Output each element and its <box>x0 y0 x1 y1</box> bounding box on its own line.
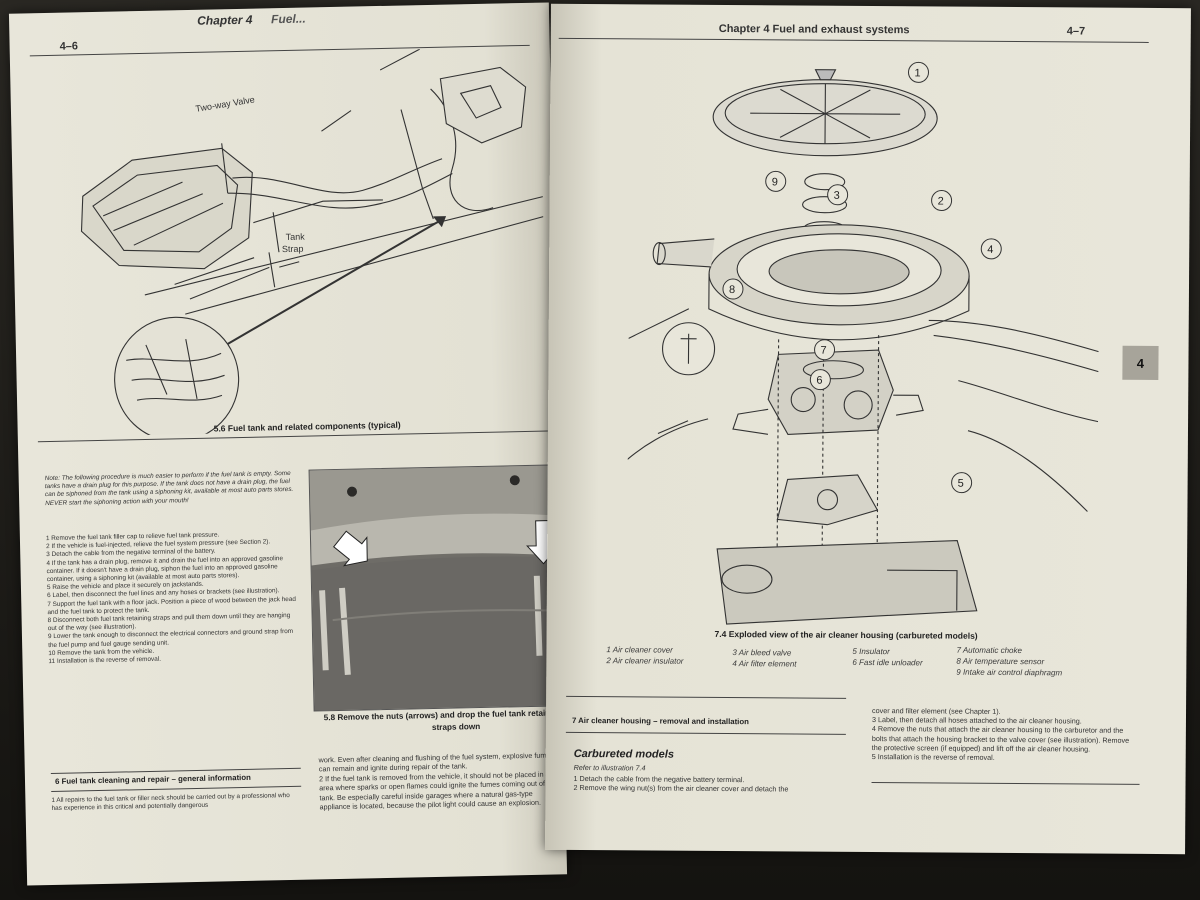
legend-item: 3 Air bleed valve <box>732 648 792 658</box>
air-cleaner-exploded-diagram: 1 2 3 4 5 6 7 8 9 <box>626 61 1099 625</box>
legend-column-4: 7 Automatic choke 8 Air temperature sens… <box>956 645 1062 679</box>
section7-col2-steps: cover and filter element (see Chapter 1)… <box>871 706 1130 762</box>
section7-col2-bottom-rule <box>871 782 1140 785</box>
legend-column-3: 5 Insulator 6 Fast idle unloader <box>852 646 922 668</box>
column2-text: work. Even after cleaning and flushing o… <box>318 750 557 812</box>
section7-rule-top <box>566 695 847 699</box>
right-chapter-header: Chapter 4 Fuel and exhaust systems <box>718 22 910 37</box>
callout-3-text: 3 <box>834 190 840 202</box>
legend-item: 2 Air cleaner insulator <box>606 656 684 666</box>
callout-2-text: 2 <box>938 195 944 207</box>
callout-6: 6 <box>809 369 831 391</box>
callout-8-text: 8 <box>729 284 735 296</box>
section6-title: 6 Fuel tank cleaning and repair – genera… <box>54 772 251 786</box>
two-way-valve-label: Two-way Valve <box>195 94 256 113</box>
photo-caption-line2: straps down <box>431 722 481 733</box>
tank-strap-label-1: Tank <box>286 232 306 242</box>
callout-9-text: 9 <box>772 176 778 188</box>
right-page-number: 4–7 <box>1066 25 1086 38</box>
callout-4: 4 <box>980 238 1002 260</box>
fuel-tank-strap-photo <box>308 464 560 712</box>
section7-rule-bottom <box>565 731 846 735</box>
refer-illustration: Refer to illustration 7.4 <box>573 762 646 773</box>
left-chapter-header-tail: Fuel... <box>270 11 306 27</box>
section7-title: 7 Air cleaner housing – removal and inst… <box>571 715 749 727</box>
legend-column-1: 1 Air cleaner cover 2 Air cleaner insula… <box>606 644 683 667</box>
legend-item: 5 Insulator <box>852 646 890 657</box>
callout-4-text: 4 <box>987 244 993 256</box>
callout-6-text: 6 <box>816 375 822 387</box>
photo-content <box>309 465 560 711</box>
right-figure-caption: 7.4 Exploded view of the air cleaner hou… <box>714 628 978 641</box>
right-page: Chapter 4 Fuel and exhaust systems 4–7 <box>545 3 1191 855</box>
right-header-rule <box>558 37 1149 43</box>
callout-8: 8 <box>722 278 744 300</box>
callout-9: 9 <box>765 170 787 192</box>
legend-item: 8 Air temperature sensor <box>956 656 1045 667</box>
callout-5-text: 5 <box>958 478 964 490</box>
legend-item: 9 Intake air control diaphragm <box>956 667 1063 678</box>
callout-5: 5 <box>951 472 973 494</box>
tank-strap-label-2: Strap <box>282 244 304 254</box>
legend-item: 4 Air filter element <box>732 659 797 669</box>
callout-7-text: 7 <box>821 345 827 357</box>
callout-2: 2 <box>931 190 953 212</box>
carbureted-models-heading: Carbureted models <box>573 747 675 761</box>
chapter-thumb-tab: 4 <box>1122 345 1159 381</box>
left-page-number: 4–6 <box>59 40 79 53</box>
left-page: 4–6 Chapter 4 Fuel... <box>8 2 568 886</box>
legend-item: 1 Air cleaner cover <box>606 645 673 655</box>
callout-7: 7 <box>814 339 836 361</box>
section6-rule-bottom <box>51 785 302 793</box>
steps-list: 1 Remove the fuel tank filler cap to rel… <box>46 530 299 666</box>
fuel-tank-diagram: Two-way Valve Tank Strap <box>80 48 544 438</box>
section6-text: 1 All repairs to the fuel tank or filler… <box>51 792 290 813</box>
callout-1: 1 <box>907 61 929 83</box>
left-chapter-header: Chapter 4 <box>196 12 253 28</box>
callout-1-text: 1 <box>914 67 920 79</box>
legend-column-2: 3 Air bleed valve 4 Air filter element <box>732 647 796 669</box>
note-text: Note: The following procedure is much ea… <box>44 469 294 507</box>
legend-item: 7 Automatic choke <box>956 645 1023 656</box>
legend-item: 6 Fast idle unloader <box>852 657 923 668</box>
section7-col1-steps: 1 Detach the cable from the negative bat… <box>573 773 789 794</box>
callout-3: 3 <box>827 184 849 206</box>
